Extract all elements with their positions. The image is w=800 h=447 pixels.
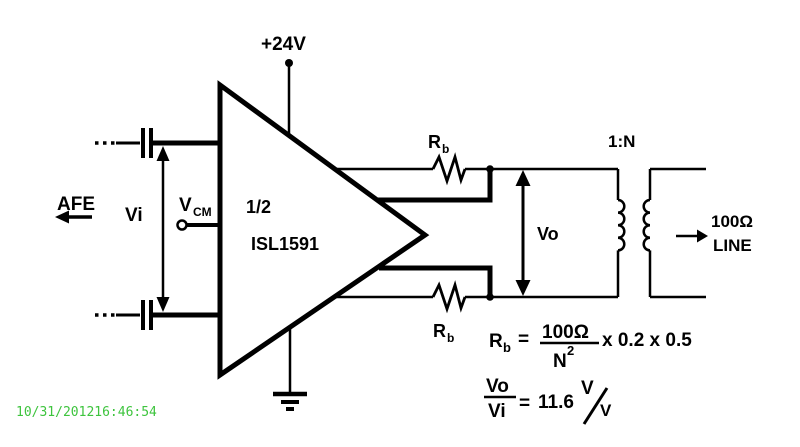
transformer-primary-coil <box>617 198 626 252</box>
line-impedance-label: 100Ω <box>711 212 753 231</box>
top-sense-wire <box>377 167 493 203</box>
vi-label: Vi <box>125 205 143 226</box>
coupling-capacitor-bottom <box>141 300 153 330</box>
rb-bottom-label-subscript: b <box>447 331 454 345</box>
vi-arrow <box>156 146 170 312</box>
timestamp-overlay: 10/31/201216:46:54 <box>16 405 157 420</box>
gain-formula-equals: = <box>519 393 530 414</box>
rb-top-label-subscript: b <box>442 142 449 156</box>
volts-per-volt-slash <box>582 387 609 425</box>
afe-label: AFE <box>57 194 95 215</box>
rb-formula-numerator: 100Ω <box>542 322 589 343</box>
supply-label: +24V <box>261 34 306 55</box>
rb-resistor-top <box>431 152 467 186</box>
amp-half-label: 1/2 <box>246 197 271 217</box>
line-word-label: LINE <box>713 236 752 255</box>
vcm-terminal <box>176 219 188 231</box>
rb-formula-lhs: R <box>489 331 503 352</box>
rb-formula: R b = 100Ω N 2 x 0.2 x 0.5 <box>489 322 692 372</box>
ground-symbol <box>273 327 307 411</box>
gain-formula-unit-numerator: V <box>581 378 594 399</box>
vcm-label: V <box>179 195 192 216</box>
transformer-secondary-coil <box>642 198 651 252</box>
supply-terminal-dot <box>285 59 293 67</box>
amp-part-label: ISL1591 <box>251 234 319 254</box>
rb-formula-denominator: N <box>553 351 567 372</box>
gain-formula-denominator: Vi <box>488 401 506 422</box>
gain-formula-value: 11.6 <box>538 392 574 413</box>
rb-formula-factors: x 0.2 x 0.5 <box>602 330 692 351</box>
rb-resistor-bottom <box>431 280 467 314</box>
rb-top-label: R <box>428 132 441 152</box>
rb-formula-equals: = <box>518 329 529 350</box>
rb-bottom-label: R <box>433 321 446 341</box>
turns-ratio-label: 1:N <box>608 132 635 151</box>
vo-arrow <box>515 170 531 296</box>
line-arrow <box>676 229 708 243</box>
vo-label: Vo <box>537 224 559 244</box>
gain-formula-unit-denominator: V <box>600 401 612 420</box>
rb-formula-lhs-subscript: b <box>503 340 511 355</box>
bottom-sense-wire <box>379 265 493 299</box>
vcm-label-subscript: CM <box>193 205 212 219</box>
afe-arrow <box>55 210 92 224</box>
coupling-capacitor-top <box>141 128 153 158</box>
opamp-triangle <box>217 80 430 380</box>
rb-formula-denominator-exponent: 2 <box>567 343 574 358</box>
gain-formula-numerator: Vo <box>486 376 509 397</box>
gain-formula: Vo Vi = 11.6 V V <box>486 376 612 422</box>
transformer <box>616 167 706 299</box>
